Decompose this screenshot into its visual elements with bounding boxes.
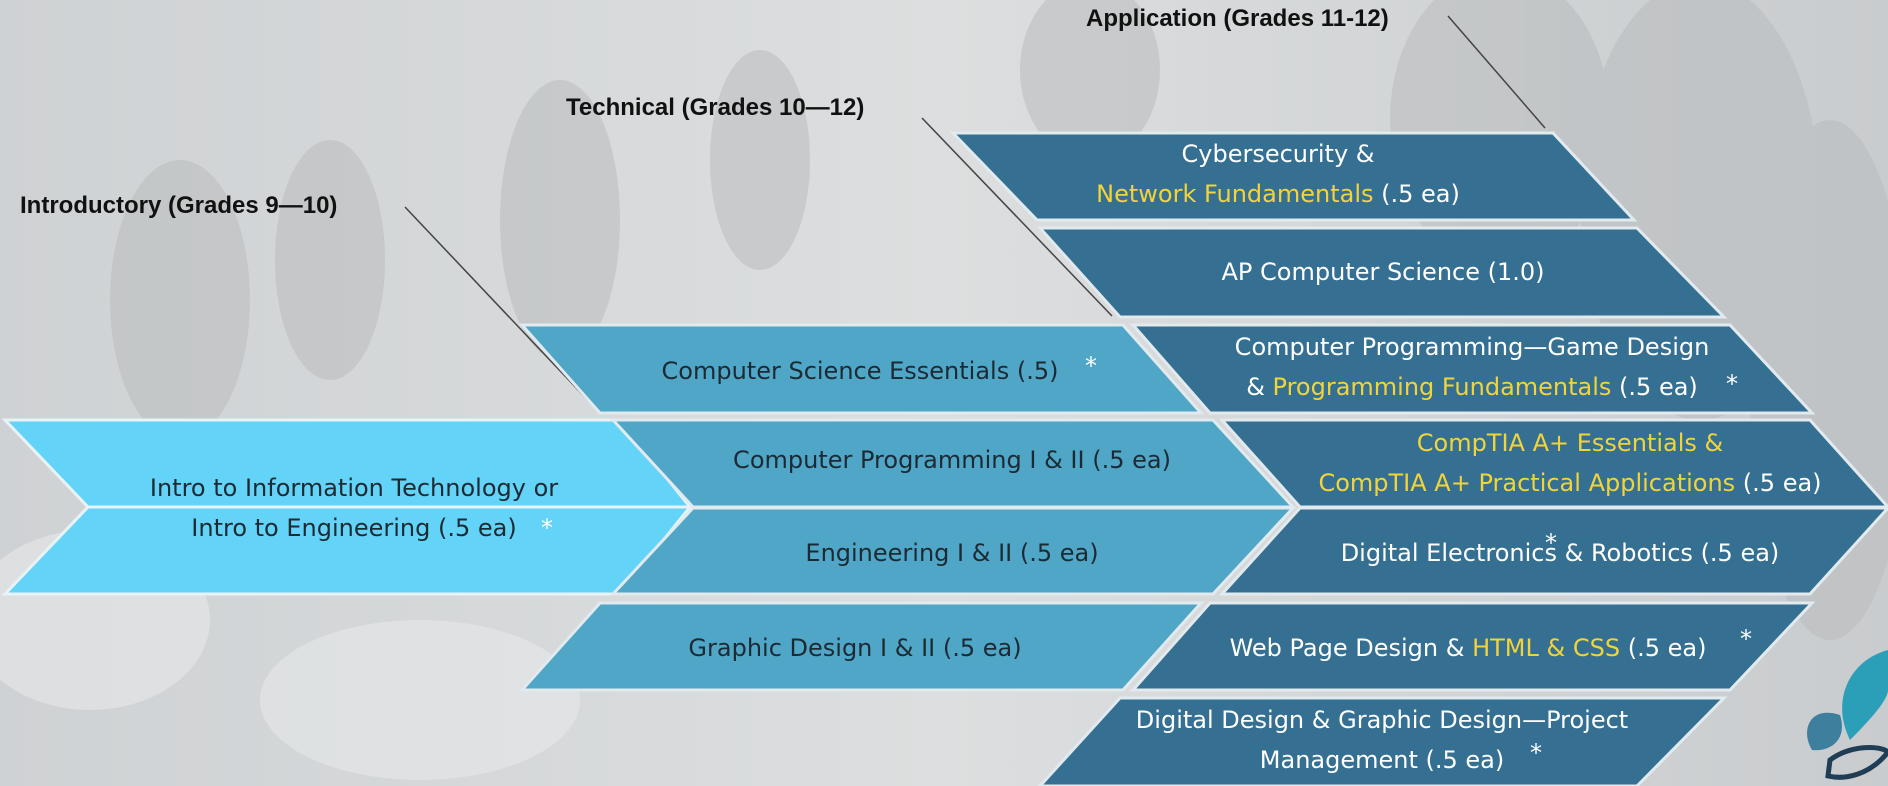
header-technical: Technical (Grades 10—12) [566, 94, 865, 121]
app-label-game: Computer Programming—Game Design & Progr… [1235, 327, 1710, 407]
app-cyber-highlight: Network Fundamentals [1096, 180, 1374, 208]
header-introductory: Introductory (Grades 9—10) [20, 192, 338, 219]
tech-label-engineering: Engineering I & II (.5 ea) [805, 539, 1099, 567]
leader-line-introductory [404, 206, 601, 414]
app-game-asterisk: * [1726, 370, 1738, 398]
app-cyber-rest: (.5 ea) [1373, 180, 1460, 208]
tech-shape-cse [518, 323, 1205, 415]
app-game-rest: (.5 ea) [1611, 373, 1698, 401]
app-label-web: Web Page Design & HTML & CSS (.5 ea) [1230, 628, 1707, 668]
app-electronics-a: Digital Electronics [1340, 539, 1557, 567]
app-electronics-b: & Robotics (.5 ea) [1556, 539, 1780, 567]
app-shape-digital-design [1037, 696, 1728, 786]
header-application: Application (Grades 11-12) [1086, 5, 1389, 32]
app-web-pre: Web Page Design & [1229, 634, 1473, 662]
app-label-ap: AP Computer Science (1.0) [1221, 258, 1545, 286]
tech-asterisk-cse: * [1085, 352, 1097, 380]
app-game-pre: & [1246, 373, 1273, 401]
intro-line-1: Intro to Information Technology or [149, 474, 559, 502]
app-web-asterisk: * [1740, 625, 1752, 653]
app-dd-asterisk: * [1530, 739, 1542, 767]
leader-line-technical [921, 117, 1113, 317]
intro-line-2: Intro to Engineering (.5 ea) [191, 514, 517, 542]
tech-shape-graphic [518, 601, 1205, 692]
app-shape-game [1129, 323, 1816, 415]
app-electronics-asterisk: * [1545, 529, 1557, 557]
logo-leaf-icon [1807, 650, 1888, 780]
app-dd-line2: Management (.5 ea) [1259, 746, 1505, 774]
app-shape-electronics [1218, 506, 1888, 596]
app-web-highlight: HTML & CSS [1472, 634, 1621, 662]
app-label-cyber: Cybersecurity & Network Fundamentals (.5… [1096, 134, 1460, 214]
app-comptia-line1: CompTIA A+ Essentials & [1416, 429, 1724, 457]
tech-label-programming: Computer Programming I & II (.5 ea) [733, 446, 1171, 474]
app-comptia-highlight: CompTIA A+ Practical Applications [1318, 469, 1736, 497]
tech-label-cse: Computer Science Essentials (.5) [661, 357, 1059, 385]
intro-course-label: Intro to Information Technology or Intro… [150, 468, 558, 548]
intro-asterisk: * [541, 514, 553, 542]
app-shape-cyber [949, 131, 1638, 222]
tech-label-graphic: Graphic Design I & II (.5 ea) [688, 634, 1022, 662]
app-web-rest: (.5 ea) [1620, 634, 1707, 662]
app-shape-ap [1036, 226, 1728, 319]
app-label-comptia: CompTIA A+ Essentials & CompTIA A+ Pract… [1318, 423, 1821, 503]
app-dd-line1: Digital Design & Graphic Design—Project [1135, 706, 1629, 734]
app-comptia-rest: (.5 ea) [1735, 469, 1822, 497]
tech-shape-engineering [609, 506, 1297, 596]
app-game-highlight: Programming Fundamentals [1272, 373, 1612, 401]
leader-line-application [1447, 15, 1546, 129]
app-shape-web [1129, 601, 1816, 692]
app-shape-comptia [1218, 418, 1888, 509]
app-label-electronics: Digital Electronics & Robotics (.5 ea) [1341, 533, 1780, 573]
app-cyber-line1: Cybersecurity & [1181, 140, 1375, 168]
app-label-digital-design: Digital Design & Graphic Design—Project … [1136, 700, 1628, 780]
app-game-line1: Computer Programming—Game Design [1234, 333, 1710, 361]
